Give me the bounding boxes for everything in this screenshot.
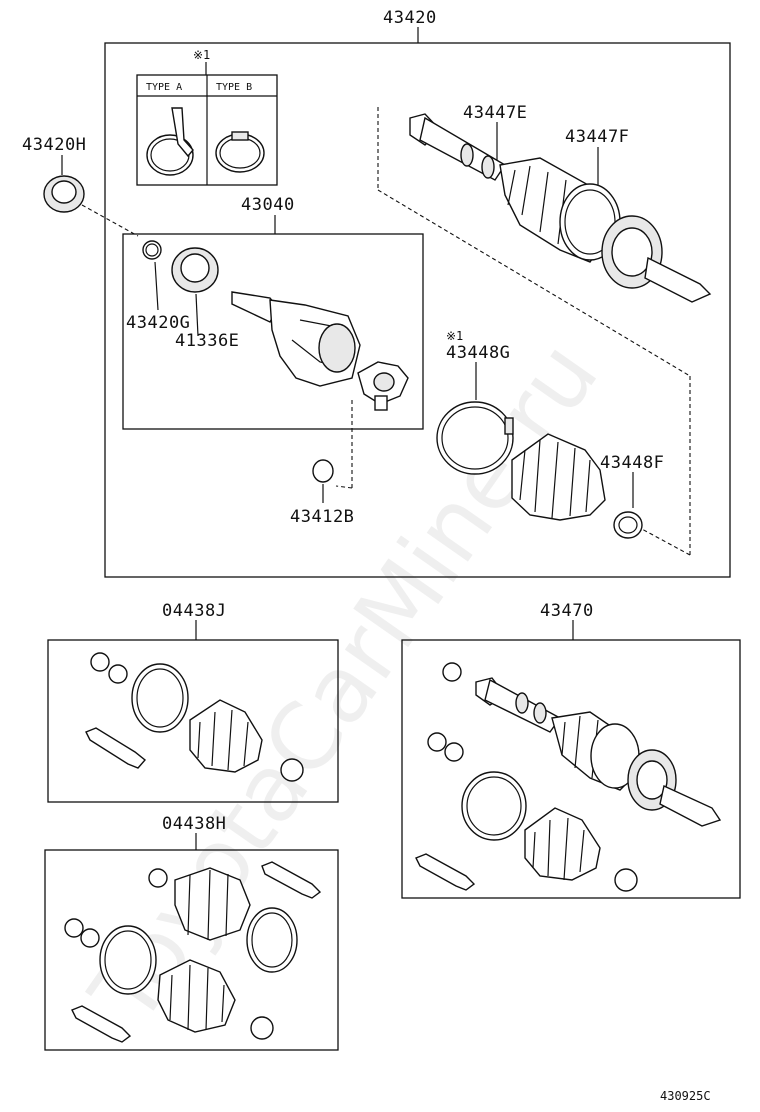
small-clamp-icon (613, 511, 643, 539)
label-43412b[interactable]: 43412B (290, 507, 354, 527)
part-43412b: 43412B (290, 400, 354, 527)
part-43448f: 43448F (600, 453, 664, 539)
clamp-type-box: ※1 TYPE A TYPE B (136, 48, 278, 186)
label-43470[interactable]: 43470 (540, 601, 594, 621)
tripod-icon (357, 361, 409, 411)
kit-h-contents-icon (64, 861, 322, 1043)
kit-04438j: 04438J (47, 601, 339, 803)
note-mark-clamp: ※1 (446, 329, 463, 343)
shaft-assembly-43470-icon (415, 662, 722, 892)
shaft-guide-lines (377, 107, 691, 556)
kit-j-contents-icon (85, 652, 304, 782)
part-43448g: ※1 43448G (436, 329, 514, 475)
type-a-label: TYPE A (146, 82, 182, 93)
kit-43040: 43040 43420G 41336E (122, 195, 424, 430)
label-43448f[interactable]: 43448F (600, 453, 664, 473)
type-b-clamp-icon (215, 131, 265, 173)
assembly-43420: 43420 (104, 8, 731, 578)
kit-04438h: 04438H (44, 814, 339, 1051)
type-a-clamp-icon (146, 107, 194, 176)
label-43420[interactable]: 43420 (383, 8, 437, 28)
type-b-label: TYPE B (216, 82, 252, 93)
part-43420h: 43420H (22, 135, 139, 237)
label-43447e[interactable]: 43447E (463, 103, 527, 123)
large-clamp-icon (436, 401, 514, 475)
note-mark-top: ※1 (193, 48, 210, 62)
label-43040[interactable]: 43040 (241, 195, 295, 215)
dust-seal-41336e-icon (171, 247, 219, 337)
inner-boot-icon (511, 433, 606, 521)
label-41336e[interactable]: 41336E (175, 331, 239, 351)
label-43448g[interactable]: 43448G (446, 343, 510, 363)
snap-ring-43420g-icon (142, 240, 162, 311)
snap-ring-43412b-icon (312, 459, 334, 483)
inner-joint-housing-icon (231, 291, 361, 387)
label-43420h[interactable]: 43420H (22, 135, 86, 155)
part-43447e: 43447E (463, 103, 527, 160)
outer-shaft-assembly-icon (409, 113, 712, 303)
diagram-code: 430925C (660, 1089, 711, 1103)
label-04438j[interactable]: 04438J (162, 601, 226, 621)
label-04438h[interactable]: 04438H (162, 814, 226, 834)
assembly-43470: 43470 (401, 601, 741, 899)
label-43420g[interactable]: 43420G (126, 313, 190, 333)
label-43447f[interactable]: 43447F (565, 127, 629, 147)
part-43447f: 43447F (565, 127, 629, 185)
